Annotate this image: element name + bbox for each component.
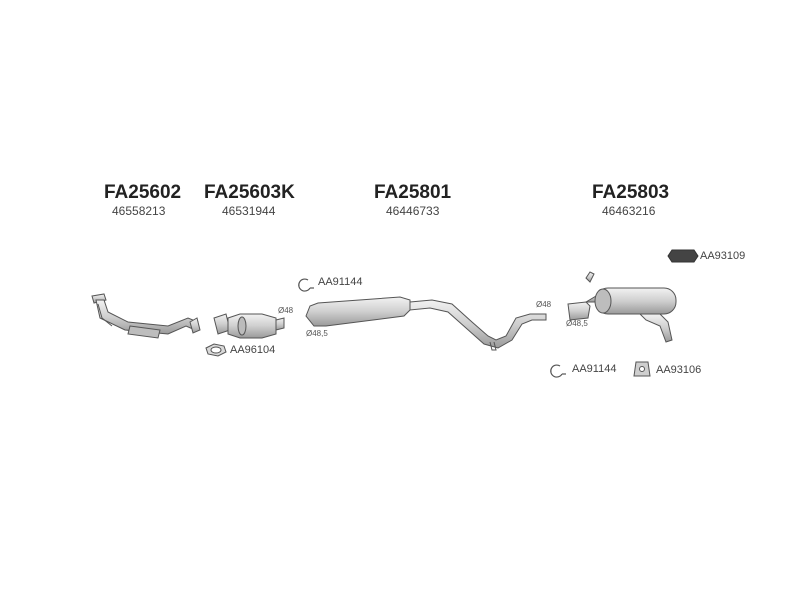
accessory-label-aa93106: AA93106	[656, 364, 702, 376]
part-code-rear-silencer: FA25803	[592, 182, 670, 203]
part-code-catalytic-converter: FA25603K	[204, 182, 295, 203]
accessory-label-aa96104: AA96104	[230, 344, 276, 356]
hanger-aa93106-drawing	[633, 361, 651, 377]
dimension-label-cat-outlet: Ø48	[278, 306, 294, 315]
front-pipe-drawing	[91, 293, 201, 339]
middle-silencer-drawing	[305, 296, 547, 351]
dimension-label-front-inlet: Ø48,5	[306, 329, 328, 338]
accessory-label-aa91144-bottom: AA91144	[572, 363, 617, 375]
oe-number-middle-silencer: 46446733	[386, 204, 440, 218]
dimension-label-mid-outlet: Ø48	[536, 300, 552, 309]
gasket-aa96104-drawing	[205, 343, 227, 357]
catalytic-converter-drawing	[213, 313, 285, 339]
oe-number-catalytic-converter: 46531944	[222, 204, 276, 218]
accessory-label-aa91144-top: AA91144	[318, 276, 363, 288]
oe-number-rear-silencer: 46463216	[602, 204, 656, 218]
rubber-mount-aa93109-drawing	[667, 249, 699, 263]
dimension-label-rear-inlet: Ø48,5	[566, 319, 588, 328]
accessory-label-aa93109: AA93109	[700, 250, 746, 262]
rear-silencer-drawing	[567, 271, 677, 343]
part-code-front-pipe: FA25602	[104, 182, 182, 203]
clamp-aa91144-top-drawing	[298, 278, 314, 292]
clamp-aa91144-bottom-drawing	[550, 364, 566, 378]
part-code-middle-silencer: FA25801	[374, 182, 452, 203]
oe-number-front-pipe: 46558213	[112, 204, 166, 218]
